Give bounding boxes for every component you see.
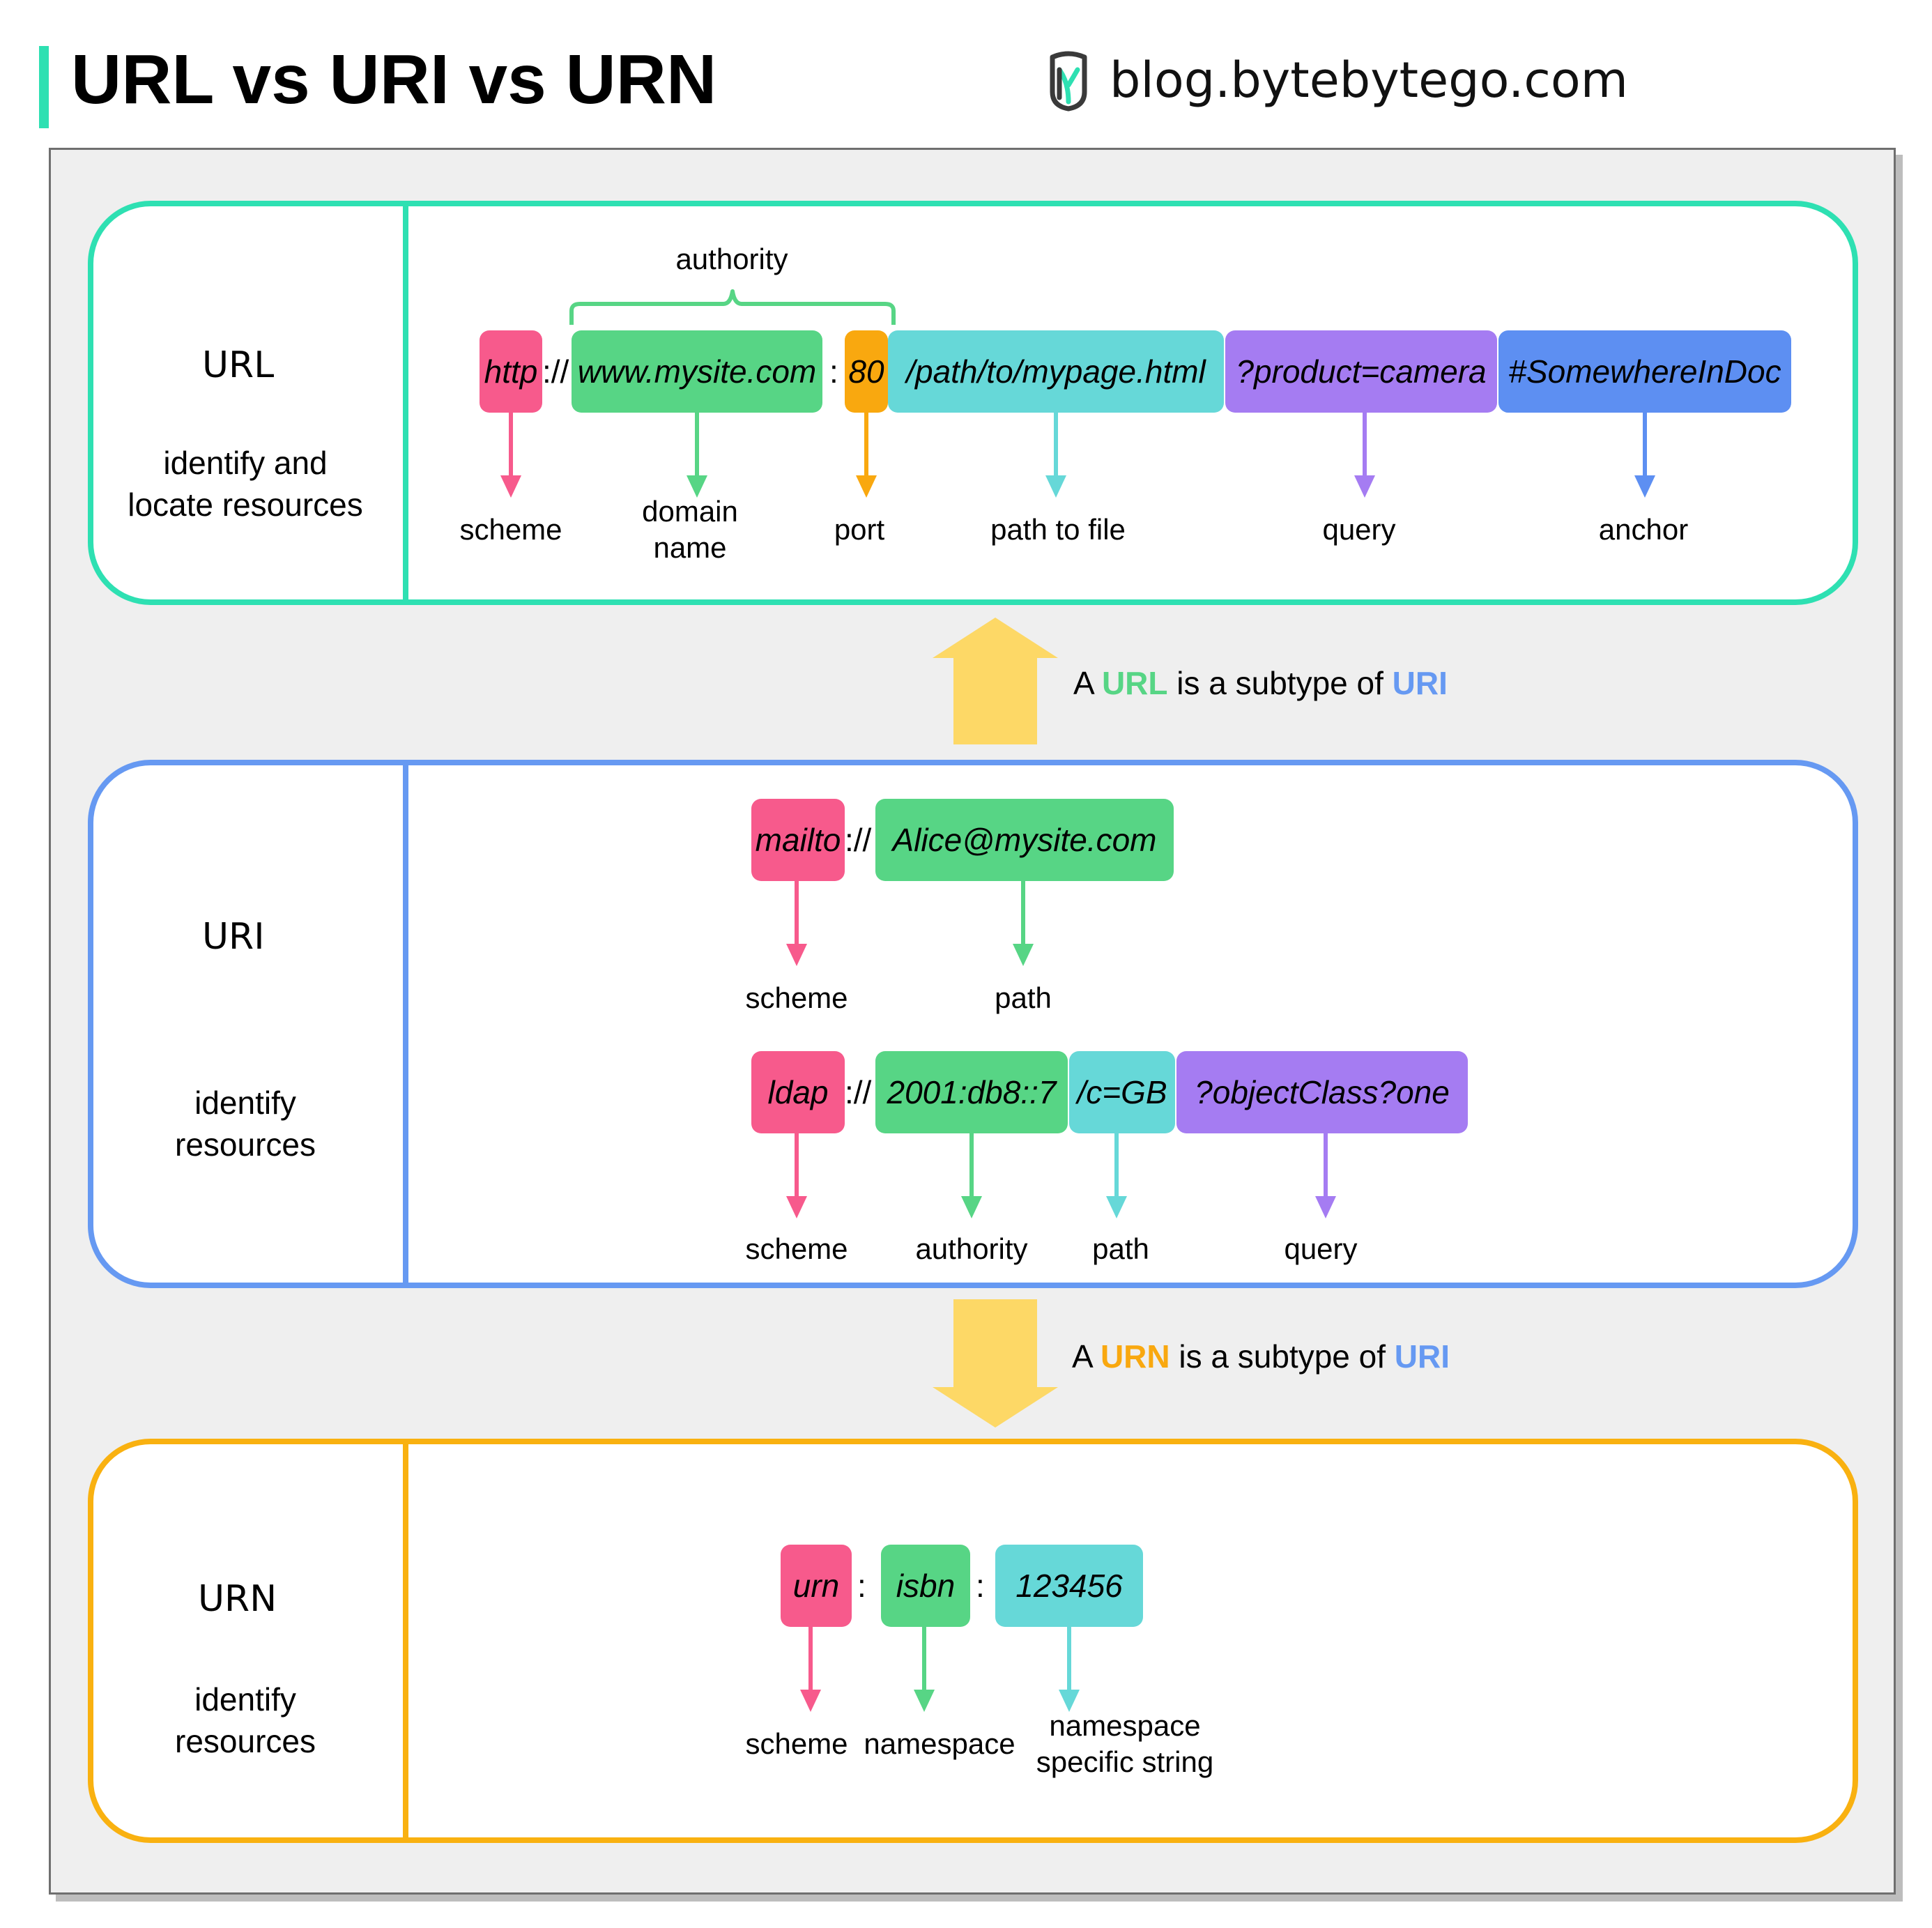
uri-mailto-path-arrow [1021, 881, 1025, 945]
url-domain-arrow [695, 413, 699, 477]
urn-namespace-token: isbn [881, 1545, 970, 1627]
uri-ldap-authority-token: 2001:db8::7 [875, 1051, 1068, 1133]
urn-title: URN [198, 1578, 277, 1620]
page-title: URL vs URI vs URN [71, 40, 717, 118]
urn-separator-1: : [857, 1568, 866, 1604]
url-anchor-arrow [1643, 413, 1647, 477]
uri-mailto-scheme-token: mailto [751, 799, 845, 881]
url-query-label: query [1322, 513, 1396, 546]
uri-ldap-scheme-token: ldap [751, 1051, 845, 1133]
url-path-label: path to file [990, 513, 1126, 546]
uri-ldap-authority-arrow [969, 1133, 974, 1198]
uri-mailto-scheme-arrow [795, 881, 799, 945]
uri-mailto-scheme-label: scheme [745, 981, 848, 1014]
uri-mailto-path-token: Alice@mysite.com [875, 799, 1174, 881]
bytebytego-logo-icon [1050, 51, 1087, 112]
uri-ldap-query-token: ?objectClass?one [1176, 1051, 1468, 1133]
urn-panel-divider [403, 1444, 408, 1837]
uri-mailto-path-label: path [995, 981, 1052, 1014]
url-path-token: /path/to/mypage.html [888, 330, 1224, 413]
uri-ldap-scheme-arrow [795, 1133, 799, 1198]
url-domain-token: www.mysite.com [572, 330, 822, 413]
url-panel-divider [403, 206, 408, 599]
subtype-up-arrow [933, 618, 1058, 744]
url-query-arrow [1363, 413, 1367, 477]
uri-ldap-path-label: path [1092, 1232, 1149, 1265]
url-scheme-separator: :// [542, 353, 569, 390]
urn-scheme-arrow [808, 1627, 813, 1691]
url-anchor-token: #SomewhereInDoc [1498, 330, 1791, 413]
url-port-label: port [834, 513, 885, 546]
urn-panel [88, 1439, 1858, 1843]
title-accent-bar [39, 46, 49, 128]
urn-namespace-label: namespace [864, 1727, 1015, 1760]
url-scheme-arrow [509, 413, 513, 477]
urn-subtype-note: A URN is a subtype of URI [1072, 1338, 1450, 1375]
uri-ldap-scheme-label: scheme [745, 1232, 848, 1265]
uri-ldap-path-token: /c=GB [1069, 1051, 1175, 1133]
uri-ldap-separator: :// [845, 1074, 872, 1110]
urn-scheme-label: scheme [745, 1727, 848, 1760]
authority-label: authority [675, 243, 788, 275]
uri-mailto-separator: :// [845, 822, 872, 858]
uri-ldap-query-arrow [1324, 1133, 1328, 1198]
url-title: URL [202, 344, 275, 386]
url-query-token: ?product=camera [1225, 330, 1497, 413]
url-scheme-token: http [480, 330, 542, 413]
uri-panel-divider [403, 765, 408, 1283]
uri-title: URI [202, 916, 265, 958]
uri-ldap-path-arrow [1114, 1133, 1119, 1198]
urn-nss-token: 123456 [995, 1545, 1143, 1627]
url-subtype-note: A URL is a subtype of URI [1073, 665, 1448, 701]
uri-ldap-authority-label: authority [915, 1232, 1028, 1265]
url-port-separator: : [829, 353, 838, 390]
authority-brace [569, 289, 896, 325]
url-port-arrow [864, 413, 868, 477]
url-path-arrow [1054, 413, 1058, 477]
url-anchor-label: anchor [1598, 513, 1689, 546]
urn-namespace-arrow [922, 1627, 926, 1691]
site-url: blog.bytebytego.com [1110, 52, 1628, 109]
subtype-down-arrow [933, 1299, 1058, 1428]
urn-separator-2: : [976, 1568, 985, 1604]
url-port-token: 80 [845, 330, 888, 413]
urn-scheme-token: urn [781, 1545, 852, 1627]
url-scheme-label: scheme [459, 513, 562, 546]
urn-nss-arrow [1067, 1627, 1071, 1691]
uri-ldap-query-label: query [1284, 1232, 1358, 1265]
